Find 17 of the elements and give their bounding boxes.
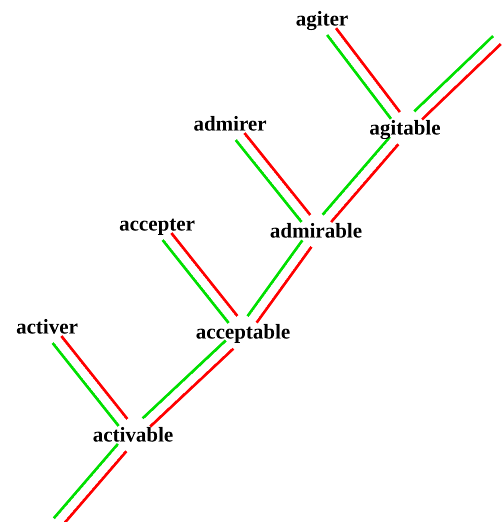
word: activer bbox=[16, 315, 78, 339]
double-line bbox=[413, 34, 502, 121]
double-line bbox=[162, 232, 238, 324]
double-line bbox=[52, 442, 128, 522]
word: admirable bbox=[270, 219, 362, 243]
word: agitable bbox=[369, 116, 441, 140]
word: admirer bbox=[193, 112, 267, 136]
word: acceptable bbox=[196, 320, 290, 344]
word: accepter bbox=[119, 212, 195, 236]
double-line bbox=[326, 27, 402, 120]
double-line bbox=[142, 339, 234, 428]
double-line bbox=[52, 335, 128, 427]
word: agiter bbox=[296, 7, 348, 31]
double-line bbox=[322, 136, 400, 224]
double-line bbox=[246, 239, 313, 324]
double-line bbox=[234, 132, 312, 223]
word: activable bbox=[92, 423, 174, 447]
